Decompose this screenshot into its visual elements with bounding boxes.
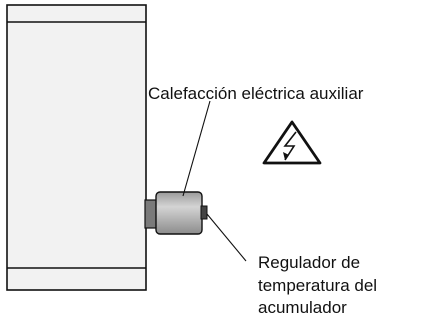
auxiliary-heater xyxy=(144,191,208,235)
regulator-leader-line xyxy=(206,213,247,262)
temperature-regulator-knob xyxy=(200,205,208,220)
tank-body xyxy=(6,4,147,291)
electrical-hazard-warning-icon xyxy=(262,120,322,165)
storage-tank xyxy=(6,4,147,291)
heater-label: Calefacción eléctrica auxiliar xyxy=(148,84,364,103)
regulator-label-line-3: acumulador xyxy=(258,298,347,317)
heater-flange xyxy=(144,199,158,229)
heater-leader-line xyxy=(182,100,211,197)
regulator-label-line-1: Regulador de xyxy=(258,253,361,272)
heater-body xyxy=(155,191,203,235)
regulator-label: Regulador de temperatura del acumulador xyxy=(258,252,377,320)
regulator-label-line-2: temperatura del xyxy=(258,275,378,295)
